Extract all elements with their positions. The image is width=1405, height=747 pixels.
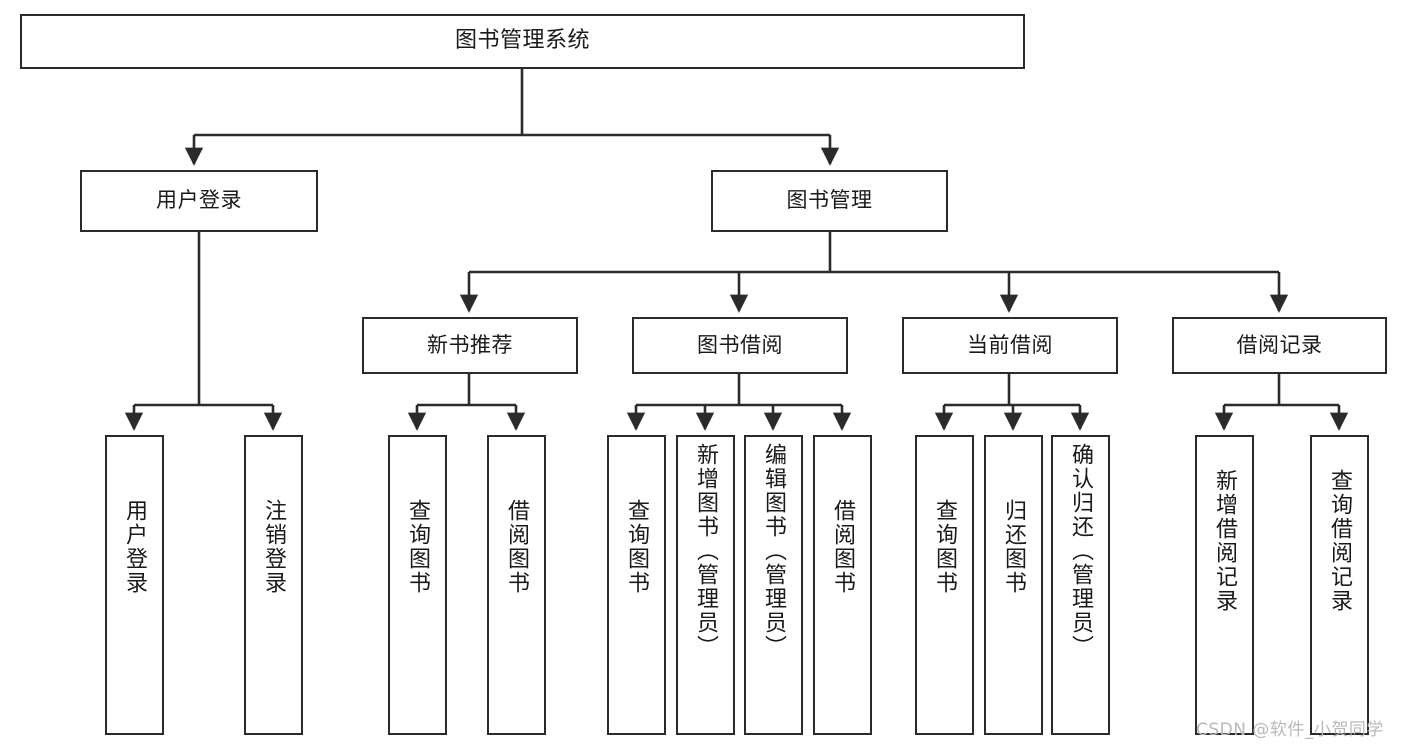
- node-user-login-label: 用户登录: [156, 188, 242, 213]
- leaf-query-book-rec-label: 查询图书: [405, 499, 431, 595]
- leaf-add-record-label: 新增借阅记录: [1212, 469, 1238, 613]
- node-borrow-records-label: 借阅记录: [1236, 332, 1323, 357]
- leaf-user-login[interactable]: 用户登录: [105, 435, 164, 735]
- leaf-return-book-label: 归还图书: [1001, 499, 1027, 595]
- node-current-borrow-label: 当前借阅: [967, 332, 1053, 357]
- node-book-borrow[interactable]: 图书借阅: [632, 317, 848, 374]
- node-book-management-label: 图书管理: [786, 188, 873, 213]
- leaf-borrow-book[interactable]: 借阅图书: [813, 435, 872, 735]
- leaf-query-book-current-label: 查询图书: [932, 499, 958, 595]
- node-borrow-records[interactable]: 借阅记录: [1172, 317, 1387, 374]
- leaf-edit-book[interactable]: 编辑图书（管理员）: [744, 435, 803, 735]
- leaf-add-book-label: 新增图书（管理员）: [693, 443, 719, 659]
- leaf-query-book-rec[interactable]: 查询图书: [388, 435, 447, 735]
- leaf-confirm-return[interactable]: 确认归还（管理员）: [1051, 435, 1110, 735]
- leaf-return-book[interactable]: 归还图书: [984, 435, 1043, 735]
- node-book-borrow-label: 图书借阅: [697, 332, 783, 357]
- node-user-login[interactable]: 用户登录: [80, 170, 318, 232]
- leaf-add-record[interactable]: 新增借阅记录: [1195, 435, 1254, 735]
- node-current-borrow[interactable]: 当前借阅: [902, 317, 1118, 374]
- leaf-borrow-book-rec[interactable]: 借阅图书: [487, 435, 546, 735]
- leaf-query-book-borrow-label: 查询图书: [624, 499, 650, 595]
- leaf-logout-label: 注销登录: [261, 499, 287, 595]
- csdn-watermark: CSDN @软件_小贺同学: [1196, 720, 1384, 740]
- leaf-add-book[interactable]: 新增图书（管理员）: [676, 435, 735, 735]
- node-book-management[interactable]: 图书管理: [711, 170, 948, 232]
- leaf-user-login-label: 用户登录: [122, 499, 148, 595]
- node-new-book-recommend-label: 新书推荐: [427, 332, 513, 357]
- node-new-book-recommend[interactable]: 新书推荐: [362, 317, 578, 374]
- leaf-edit-book-label: 编辑图书（管理员）: [761, 443, 787, 659]
- leaf-logout[interactable]: 注销登录: [244, 435, 303, 735]
- leaf-query-book-borrow[interactable]: 查询图书: [607, 435, 666, 735]
- node-root[interactable]: 图书管理系统: [20, 14, 1025, 69]
- leaf-query-book-current[interactable]: 查询图书: [915, 435, 974, 735]
- leaf-borrow-book-rec-label: 借阅图书: [504, 499, 530, 595]
- leaf-borrow-book-label: 借阅图书: [830, 499, 856, 595]
- leaf-query-record[interactable]: 查询借阅记录: [1310, 435, 1369, 735]
- leaf-confirm-return-label: 确认归还（管理员）: [1068, 443, 1094, 659]
- leaf-query-record-label: 查询借阅记录: [1327, 469, 1353, 613]
- node-root-label: 图书管理系统: [454, 28, 590, 54]
